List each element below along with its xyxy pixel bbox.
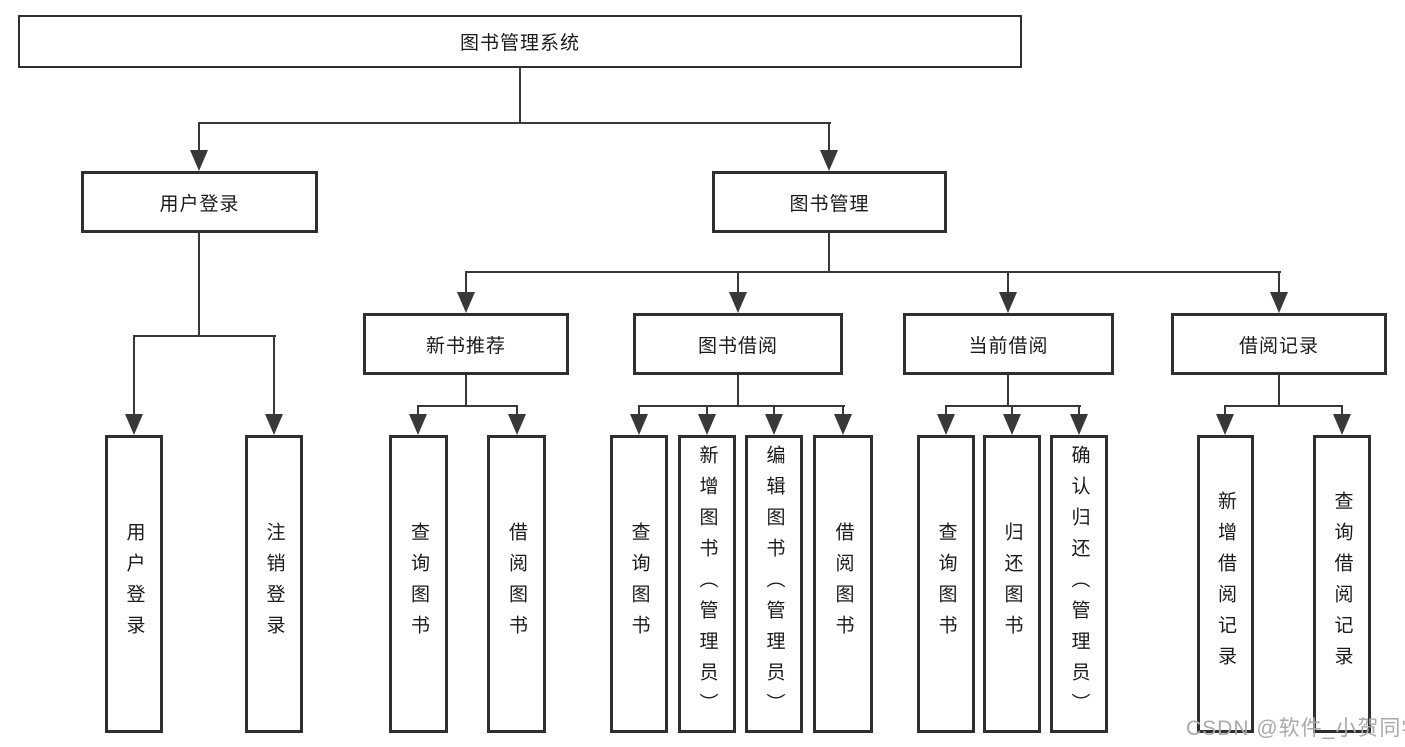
connector-line xyxy=(519,68,521,124)
node-current-borrowing: 当前借阅 xyxy=(903,313,1114,375)
connector-line xyxy=(198,233,200,337)
node-new-book-recommendation-label: 新书推荐 xyxy=(425,335,506,357)
leaf-query-books-recommend: 查询图书 xyxy=(389,435,448,733)
leaf-confirm-return-admin-label: 确认归还（管理员） xyxy=(1068,444,1090,724)
watermark: CSDN @软件_小贺同学 xyxy=(1186,717,1405,740)
arrow-down-icon xyxy=(190,150,208,171)
leaf-user-login: 用户登录 xyxy=(105,435,163,733)
node-book-management-label: 图书管理 xyxy=(789,193,870,215)
leaf-borrow-books-recommend-label: 借阅图书 xyxy=(506,522,527,646)
connector-line xyxy=(1278,271,1280,294)
leaf-query-borrow-record: 查询借阅记录 xyxy=(1313,435,1371,733)
connector-line xyxy=(465,271,1281,273)
arrow-down-icon xyxy=(937,414,955,435)
connector-line xyxy=(1007,271,1009,294)
connector-line xyxy=(516,405,518,416)
arrow-down-icon xyxy=(999,292,1017,313)
leaf-query-books-current-label: 查询图书 xyxy=(935,522,957,646)
connector-line xyxy=(1011,405,1013,416)
leaf-add-borrow-record-label: 新增借阅记录 xyxy=(1215,491,1236,677)
connector-line xyxy=(706,405,708,416)
leaf-query-books-borrowing-label: 查询图书 xyxy=(628,522,650,646)
connector-line xyxy=(737,271,739,294)
leaf-query-borrow-record-label: 查询借阅记录 xyxy=(1331,491,1353,677)
arrow-down-icon xyxy=(834,414,852,435)
connector-line xyxy=(1341,405,1343,416)
arrow-down-icon xyxy=(265,414,283,435)
connector-line xyxy=(842,405,844,416)
node-root-label: 图书管理系统 xyxy=(459,33,580,54)
leaf-add-books-admin: 新增图书（管理员） xyxy=(678,435,736,733)
node-user-login: 用户登录 xyxy=(81,171,318,233)
connector-line xyxy=(273,335,275,416)
connector-line xyxy=(945,405,1081,407)
connector-line xyxy=(828,233,830,273)
leaf-borrow-books-label: 借阅图书 xyxy=(832,522,854,646)
node-book-management: 图书管理 xyxy=(712,171,947,233)
leaf-borrow-books-recommend: 借阅图书 xyxy=(487,435,546,733)
connector-line xyxy=(1078,405,1080,416)
node-borrowing-records: 借阅记录 xyxy=(1171,313,1387,375)
connector-line xyxy=(773,405,775,416)
connector-line xyxy=(1224,405,1343,407)
leaf-logout: 注销登录 xyxy=(245,435,303,733)
connector-line xyxy=(198,122,831,124)
leaf-query-books-recommend-label: 查询图书 xyxy=(408,522,429,646)
arrow-down-icon xyxy=(1216,414,1234,435)
node-user-login-label: 用户登录 xyxy=(159,193,240,215)
leaf-confirm-return-admin: 确认归还（管理员） xyxy=(1050,435,1108,733)
node-book-borrowing-label: 图书借阅 xyxy=(697,335,778,357)
leaf-return-books-label: 归还图书 xyxy=(1001,522,1023,646)
leaf-user-login-label: 用户登录 xyxy=(123,522,145,646)
connector-line xyxy=(1278,375,1280,407)
arrow-down-icon xyxy=(630,414,648,435)
leaf-borrow-books: 借阅图书 xyxy=(813,435,873,733)
arrow-down-icon xyxy=(1070,414,1088,435)
leaf-add-books-admin-label: 新增图书（管理员） xyxy=(696,444,718,724)
node-current-borrowing-label: 当前借阅 xyxy=(968,335,1049,357)
leaf-edit-books-admin-label: 编辑图书（管理员） xyxy=(763,444,785,724)
arrow-down-icon xyxy=(508,414,526,435)
arrow-down-icon xyxy=(409,414,427,435)
node-new-book-recommendation: 新书推荐 xyxy=(363,313,569,375)
node-book-borrowing: 图书借阅 xyxy=(633,313,843,375)
connector-line xyxy=(133,335,276,337)
arrow-down-icon xyxy=(765,414,783,435)
connector-line xyxy=(638,405,845,407)
connector-line xyxy=(1007,375,1009,407)
leaf-edit-books-admin: 编辑图书（管理员） xyxy=(745,435,803,733)
connector-line xyxy=(465,271,467,294)
connector-line xyxy=(417,405,419,416)
leaf-add-borrow-record: 新增借阅记录 xyxy=(1197,435,1254,733)
leaf-logout-label: 注销登录 xyxy=(263,522,285,646)
arrow-down-icon xyxy=(1333,414,1351,435)
leaf-return-books: 归还图书 xyxy=(983,435,1041,733)
arrow-down-icon xyxy=(1270,292,1288,313)
connector-line xyxy=(465,375,467,407)
arrow-down-icon xyxy=(457,292,475,313)
arrow-down-icon xyxy=(125,414,143,435)
node-root: 图书管理系统 xyxy=(18,15,1022,68)
leaf-query-books-current: 查询图书 xyxy=(917,435,975,733)
leaf-query-books-borrowing: 查询图书 xyxy=(610,435,668,733)
arrow-down-icon xyxy=(698,414,716,435)
connector-line xyxy=(198,122,200,152)
connector-line xyxy=(828,122,830,152)
connector-line xyxy=(1224,405,1226,416)
connector-line xyxy=(945,405,947,416)
arrow-down-icon xyxy=(729,292,747,313)
arrow-down-icon xyxy=(820,150,838,171)
node-borrowing-records-label: 借阅记录 xyxy=(1238,335,1319,357)
connector-line xyxy=(133,335,135,416)
connector-line xyxy=(417,405,518,407)
connector-line xyxy=(737,375,739,407)
connector-line xyxy=(638,405,640,416)
arrow-down-icon xyxy=(1003,414,1021,435)
